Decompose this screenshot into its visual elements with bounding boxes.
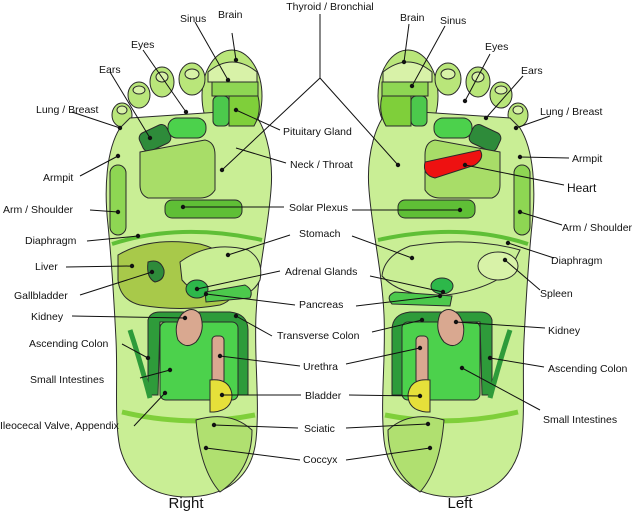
right-sciatic-line <box>121 409 256 424</box>
label-arm-right: Arm / Shoulder <box>3 204 74 216</box>
label-sinus-right: Sinus <box>180 13 206 25</box>
left-pancreas-zone <box>388 291 453 307</box>
left-toe-5-tip <box>512 105 524 115</box>
label-adrenal: Adrenal Glands <box>285 266 357 278</box>
label-diaphragm-left: Diaphragm <box>551 255 603 267</box>
label-brain-right: Brain <box>218 9 243 21</box>
label-ascending-right: Ascending Colon <box>29 338 109 350</box>
label-small-left: Small Intestines <box>543 414 617 426</box>
label-liver: Liver <box>35 261 58 273</box>
label-spleen: Spleen <box>540 288 573 300</box>
label-pituitary: Pituitary Gland <box>283 126 352 138</box>
left-coccyx-zone <box>387 416 445 493</box>
right-lung-zone <box>139 139 216 199</box>
label-left-foot: Left <box>447 495 473 512</box>
right-neck-zone <box>228 95 260 127</box>
label-eyes-right: Eyes <box>131 39 154 51</box>
left-kidney-zone <box>437 309 465 346</box>
label-eyes-left: Eyes <box>485 41 508 53</box>
left-arm-zone <box>513 164 531 236</box>
label-gallbladder: Gallbladder <box>14 290 68 302</box>
label-bladder: Bladder <box>305 390 342 402</box>
leader-lines <box>65 14 570 461</box>
right-diaphragm-line <box>111 229 263 246</box>
left-brain-zone <box>381 81 429 97</box>
left-heart-zone <box>424 149 483 179</box>
right-arm-zone <box>109 164 127 236</box>
label-neck: Neck / Throat <box>290 159 353 171</box>
label-brain-left: Brain <box>400 12 425 24</box>
label-ears-left: Ears <box>521 65 543 77</box>
label-arm-left: Arm / Shoulder <box>562 222 633 234</box>
label-lung-left: Lung / Breast <box>540 106 603 118</box>
right-toe-5-tip <box>116 105 128 115</box>
left-foot <box>367 49 535 498</box>
label-kidney-left: Kidney <box>548 325 581 337</box>
left-sinus-zone <box>382 61 433 83</box>
right-gallbladder-zone <box>147 260 165 283</box>
label-ileocecal: Ileocecal Valve, Appendix <box>0 420 120 432</box>
label-stomach: Stomach <box>299 228 341 240</box>
label-kidney-right: Kidney <box>31 311 64 323</box>
left-diaphragm-line <box>377 229 529 246</box>
left-toe-2-tip <box>440 68 456 80</box>
right-kidney-zone <box>175 309 203 346</box>
label-pancreas: Pancreas <box>299 299 343 311</box>
right-toe-2-tip <box>184 68 200 80</box>
right-ears-zone <box>138 124 172 152</box>
label-urethra: Urethra <box>303 361 338 373</box>
right-toe-4-tip <box>132 85 146 95</box>
right-eyes-zone <box>167 117 207 139</box>
label-small-right: Small Intestines <box>30 374 104 386</box>
right-urethra-zone <box>211 335 225 385</box>
label-ascending-left: Ascending Colon <box>548 363 628 375</box>
left-neck-zone <box>380 95 412 127</box>
left-ascending-colon-line <box>487 329 513 399</box>
label-solar: Solar Plexus <box>289 202 348 214</box>
left-adrenal-zone <box>430 277 454 295</box>
right-foot <box>105 49 273 498</box>
label-right-foot: Right <box>168 495 204 512</box>
label-sciatic: Sciatic <box>304 423 335 435</box>
left-sciatic-line <box>384 409 519 424</box>
right-pituitary-zone <box>212 95 230 127</box>
label-transverse: Transverse Colon <box>277 330 360 342</box>
label-ears-right: Ears <box>99 64 121 76</box>
left-urethra-zone <box>415 335 429 385</box>
label-heart: Heart <box>567 181 597 195</box>
label-diaphragm-right: Diaphragm <box>25 235 77 247</box>
label-sinus-left: Sinus <box>440 15 466 27</box>
left-pituitary-zone <box>410 95 428 127</box>
marker-dots <box>115 57 523 451</box>
right-solar-zone <box>164 199 243 219</box>
right-brain-zone <box>211 81 259 97</box>
right-ascending-colon-line <box>127 329 153 399</box>
left-spleen-zone <box>477 251 519 281</box>
label-armpit-right: Armpit <box>43 172 73 184</box>
label-thyroid: Thyroid / Bronchial <box>286 1 374 13</box>
left-eyes-zone <box>433 117 473 139</box>
left-solar-zone <box>397 199 476 219</box>
left-toe-4-tip <box>494 85 508 95</box>
right-coccyx-zone <box>195 416 253 493</box>
label-lung-right: Lung / Breast <box>36 104 99 116</box>
label-coccyx: Coccyx <box>303 454 338 466</box>
left-ears-zone <box>468 124 502 152</box>
label-armpit-left: Armpit <box>572 153 602 165</box>
